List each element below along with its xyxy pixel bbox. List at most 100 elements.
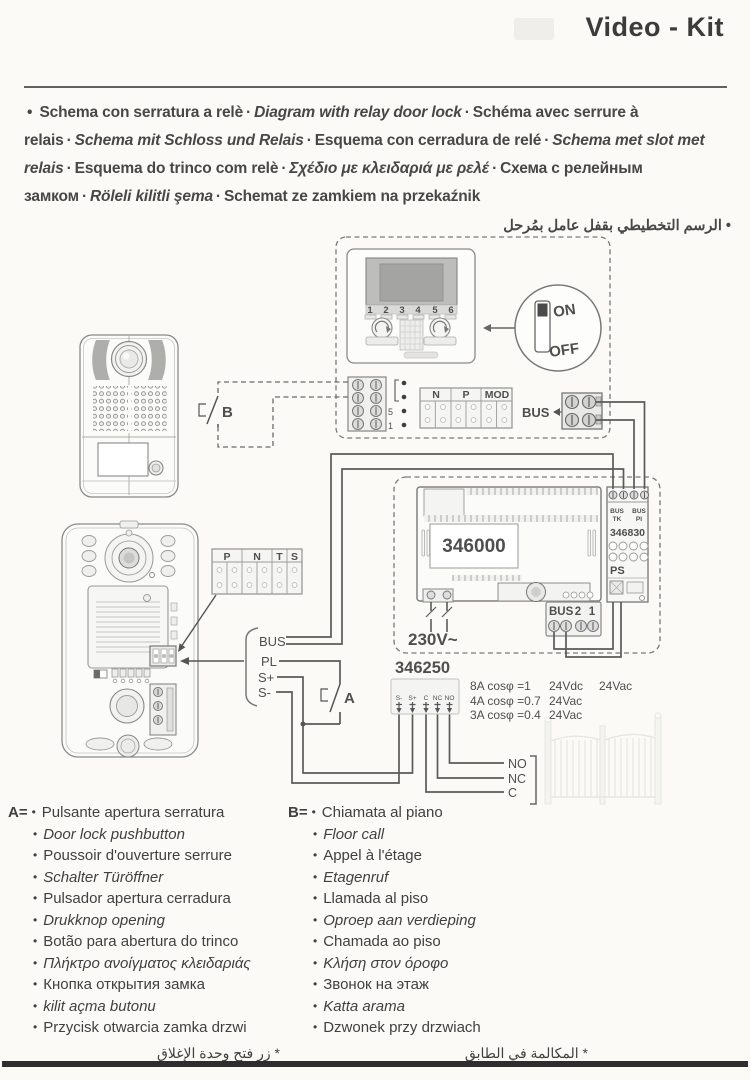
legend-item: •Etagenruf	[313, 868, 389, 886]
pl-label: PL	[261, 654, 277, 669]
legend-item-arabic: * زر فتح وحدة الإغلاق	[157, 1044, 280, 1061]
sminus-label: S-	[258, 685, 271, 700]
legend-item: •Door lock pushbutton	[33, 825, 185, 843]
relay-ratings: 8A cosφ =1 24Vdc 24Vac 4A cosφ =0.7 24Va…	[470, 679, 632, 722]
p-label: P	[462, 389, 469, 401]
camera-lens	[110, 340, 148, 378]
monitor-dashed-box	[335, 236, 611, 439]
bticino-logo	[403, 351, 439, 359]
monitor-knob-right	[429, 317, 451, 339]
legend-item: •Przycisk otwarcia zamka drzwi	[33, 1019, 247, 1036]
entrance-panel-front	[79, 334, 179, 498]
svg-text:NC: NC	[433, 695, 443, 702]
switch-a-label: A	[344, 690, 355, 707]
clamp-marks	[396, 702, 453, 711]
bus-label: BUS	[259, 634, 286, 649]
wire-monitor-bus-2	[596, 419, 635, 489]
rear-terminal-block	[149, 683, 177, 736]
legend-item: •Botão para abertura do trinco	[33, 933, 239, 950]
monitor-speaker-grille	[399, 319, 424, 351]
intro-bullet: •	[27, 104, 33, 121]
header-rule	[24, 86, 727, 88]
pushbutton-contact-icon	[198, 403, 206, 417]
video-monitor: 1 2 3 4 5 6	[346, 248, 476, 364]
legend-item: •Dzwonek przy drzwiach	[313, 1019, 481, 1036]
legend-item: •Schalter Türöffner	[33, 868, 164, 886]
svg-text:24Vdc: 24Vdc	[549, 679, 583, 693]
intro-segment: Σχέδιο με κλειδαριά με ρελέ	[289, 160, 490, 177]
legend-item: •Звонок на этаж	[313, 976, 429, 993]
wire-riser-bus-2	[286, 468, 625, 645]
monitor-key-left	[365, 336, 399, 346]
wire-splus-relay	[302, 714, 414, 774]
power-supply-346000: 346000 230V~	[408, 486, 602, 649]
legend-item: •Drukknop opening	[33, 911, 165, 929]
svg-text:4: 4	[415, 305, 421, 316]
svg-text:6: 6	[448, 305, 453, 316]
terminal-5-label: 5	[388, 407, 393, 417]
legend-item: B=•Chiamata al piano	[288, 804, 443, 821]
arrow-icon	[553, 408, 560, 416]
floor-call-switch-b: B	[198, 381, 348, 448]
legend-item: •Katta arama	[313, 997, 405, 1015]
monitor-button-numbers: 1 2 3 4 5 6	[367, 305, 453, 316]
wire-no	[448, 714, 504, 764]
gate-illustration	[544, 712, 662, 805]
wire-psu-module-1	[553, 602, 614, 650]
svg-text:4A cosφ =0.7: 4A cosφ =0.7	[470, 694, 541, 708]
legend-item: •Oproep aan verdieping	[313, 911, 476, 929]
t-label: T	[276, 551, 283, 563]
svg-text:PI: PI	[636, 516, 642, 523]
switch-blade	[206, 395, 219, 425]
bracket-icon	[245, 627, 259, 707]
arrow-icon	[483, 324, 491, 332]
svg-text:TK: TK	[613, 516, 622, 523]
psu-bus-terminal: BUS 2 1	[545, 601, 602, 637]
intro-segment: Röleli kilitli şema	[90, 188, 213, 205]
svg-text:8A cosφ =1: 8A cosφ =1	[470, 679, 531, 693]
riser-labels: BUS PL S+ S-	[180, 627, 286, 707]
camera-shade-right	[148, 340, 166, 380]
npmod-jumper-block: N P MOD	[419, 387, 513, 429]
wire-psu-module-2	[565, 602, 622, 658]
wire-monitor-bus-1	[596, 401, 646, 489]
nc-label: NC	[508, 772, 526, 786]
intro-segment: Esquema do trinco com relè	[74, 160, 279, 177]
p-label: P	[223, 551, 230, 563]
intro-segment: Schema con serratura a relè	[39, 104, 244, 121]
relay-346250: 346250 S- S+ C NC NO	[390, 659, 460, 715]
legend-item: •Кнопка открытия замка	[33, 976, 205, 993]
clip-contacts	[111, 668, 151, 684]
legend-item: •Chamada ao piso	[313, 933, 441, 950]
wires	[276, 401, 646, 793]
intro-segment: Esquema con cerradura de relé	[314, 132, 542, 149]
rear-side-buttons	[81, 535, 176, 577]
bus-label: BUS	[549, 606, 574, 618]
monitor-bus-terminal: BUS	[522, 392, 603, 430]
legend-b: B=•Chiamata al piano •Floor call •Appel …	[288, 802, 588, 1064]
wire-splus-switch	[277, 676, 341, 725]
svg-text:C: C	[424, 695, 429, 702]
switch-blade	[329, 683, 341, 713]
module-346830: BUS BUS TK PI 346830 PS	[606, 486, 649, 603]
legend-b-key: B=	[288, 804, 308, 821]
intro-segment: Diagram with relay door lock	[254, 104, 462, 121]
legend-item: •Floor call	[313, 825, 385, 843]
arrow-icon	[178, 643, 186, 652]
mains-wires	[425, 602, 453, 632]
n-label: N	[432, 389, 440, 401]
wire-junction	[300, 721, 306, 727]
legend-item: •Pulsador apertura cerradura	[33, 890, 231, 907]
svg-text:S-: S-	[396, 695, 403, 702]
terminal-2-label: 2	[575, 606, 581, 618]
wire-pl	[279, 660, 341, 684]
monitor-screen	[379, 263, 444, 302]
psu-dashed-box	[393, 476, 661, 654]
mains-terminal	[422, 588, 454, 603]
terminal-1-label: 1	[589, 606, 596, 618]
relay-outputs: NO NC C	[508, 755, 537, 805]
svg-text:24Vac: 24Vac	[549, 708, 582, 722]
name-card	[97, 442, 149, 477]
svg-text:3A cosφ =0.4: 3A cosφ =0.4	[470, 708, 541, 722]
scan-watermark	[514, 18, 554, 40]
